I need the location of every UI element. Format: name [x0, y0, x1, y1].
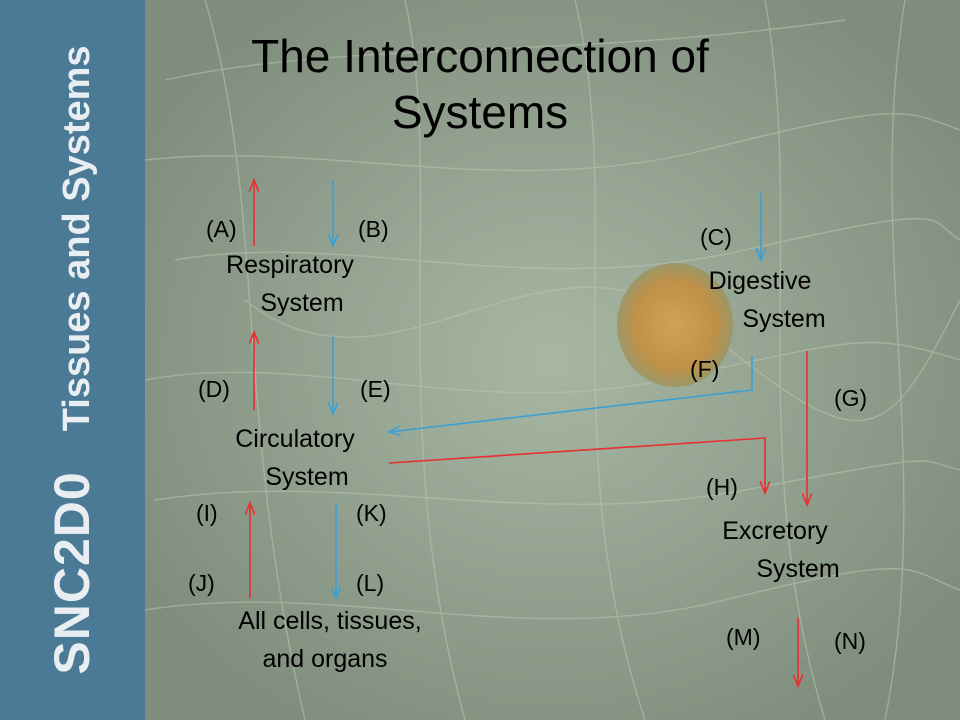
arrow-h	[388, 437, 765, 493]
cells-tissues-organs: All cells, tissues, and organs	[205, 602, 455, 678]
label-m: (M)	[726, 624, 761, 650]
label-e: (E)	[360, 376, 391, 402]
circulatory-system: Circulatory System	[205, 420, 385, 496]
label-c: (C)	[700, 224, 732, 250]
digestive-line1: Digestive	[708, 267, 812, 295]
digestive-system: Digestive System	[680, 262, 850, 338]
excretory-line1: Excretory	[722, 517, 828, 545]
excretory-system: Excretory System	[695, 512, 865, 588]
digestive-line2: System	[742, 305, 826, 333]
label-k: (K)	[356, 500, 387, 526]
label-g: (G)	[834, 385, 868, 411]
label-f: (F)	[690, 356, 720, 382]
slide-title: The Interconnection of Systems	[251, 30, 709, 138]
excretory-line2: System	[756, 555, 840, 583]
respiratory-system: Respiratory System	[195, 246, 385, 322]
arrow-f	[389, 356, 753, 432]
label-j: (J)	[188, 570, 215, 596]
circulatory-line2: System	[265, 463, 349, 491]
label-h: (H)	[706, 474, 738, 500]
label-d: (D)	[198, 376, 230, 402]
cells-line1: All cells, tissues,	[238, 607, 422, 635]
label-a: (A)	[206, 216, 237, 242]
respiratory-line2: System	[260, 289, 344, 317]
cells-line2: and organs	[262, 645, 388, 673]
circulatory-line1: Circulatory	[235, 425, 355, 453]
respiratory-line1: Respiratory	[226, 251, 354, 279]
cell-background-image	[145, 0, 960, 720]
label-l: (L)	[356, 570, 385, 596]
label-b: (B)	[358, 216, 389, 242]
sidebar: SNC2D0Tissues and Systems	[0, 0, 145, 720]
label-n: (N)	[834, 628, 866, 654]
label-i: (I)	[196, 500, 218, 526]
